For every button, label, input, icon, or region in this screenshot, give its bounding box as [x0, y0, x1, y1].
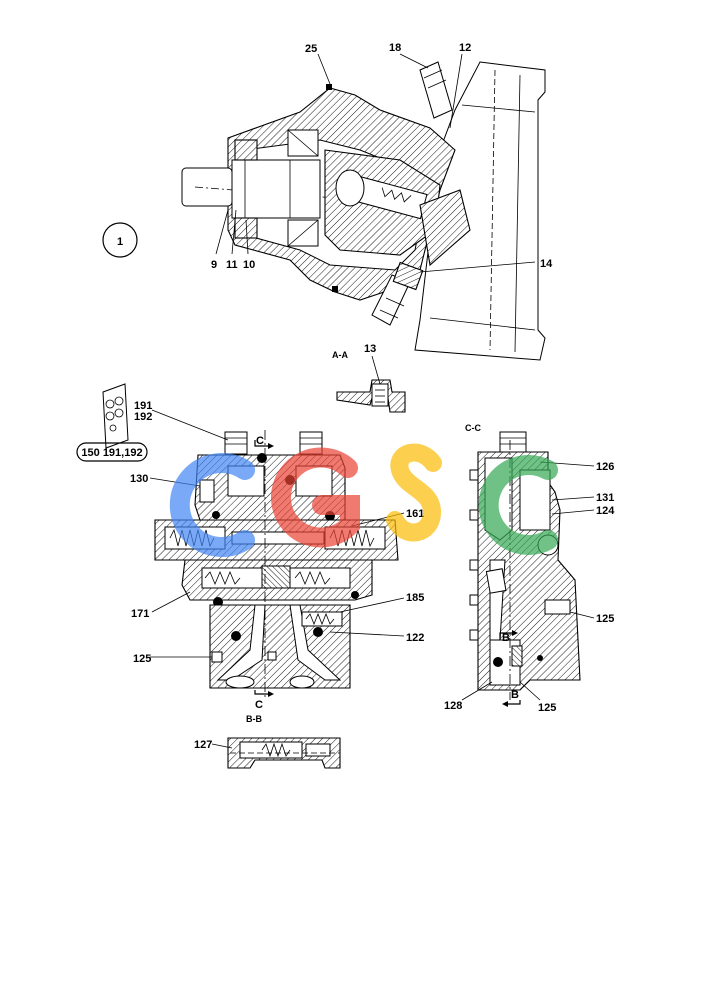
view-number: 1 [117, 236, 123, 248]
section-label-cc: C-C [465, 423, 481, 433]
part-label-127: 127 [194, 739, 212, 751]
section-label-aa: A-A [332, 350, 348, 360]
part-label-10: 10 [243, 259, 255, 271]
part-label-25: 25 [305, 43, 317, 55]
part-label-11: 11 [226, 259, 238, 271]
part-label-125-bottom: 125 [538, 702, 556, 714]
part-label-130: 130 [130, 473, 148, 485]
part-label-125: 125 [133, 653, 151, 665]
part-label-131: 131 [596, 492, 614, 504]
part-label-14: 14 [540, 258, 553, 270]
watermark-letter-c-green [478, 455, 558, 555]
part-label-126: 126 [596, 461, 614, 473]
watermark-logo [169, 443, 558, 557]
leader-lines [149, 53, 595, 749]
part-label-192: 192 [134, 411, 152, 423]
section-label-bb: B-B [246, 714, 262, 724]
part-label-9: 9 [211, 259, 217, 271]
part-label-124: 124 [596, 505, 615, 517]
seal-kit-icon [102, 383, 129, 449]
part-label-18: 18 [389, 42, 401, 54]
watermark-letter-g-red [270, 447, 360, 548]
section-marker-c-top: C [256, 435, 264, 447]
part-label-12: 12 [459, 42, 471, 54]
kit-box: 150 191,192 [76, 442, 148, 462]
part-label-125-right: 125 [596, 613, 614, 625]
section-marker-b-left: B [502, 632, 510, 644]
section-labels: A-A B-B C-C C C B B [246, 350, 519, 724]
view-number-badge: 1 [102, 222, 138, 258]
part-labels: 25 18 12 9 11 10 14 13 191 192 130 161 1… [130, 42, 615, 751]
section-aa-detail [336, 379, 406, 413]
section-marker-c-bottom: C [255, 699, 263, 711]
watermark-letter-c-blue [169, 453, 255, 557]
part-label-161: 161 [406, 508, 424, 520]
part-label-122: 122 [406, 632, 424, 644]
section-marker-b-right: B [511, 689, 519, 701]
part-label-13: 13 [364, 343, 376, 355]
part-label-185: 185 [406, 592, 424, 604]
part-label-171: 171 [131, 608, 149, 620]
control-valve-assembly [154, 430, 399, 700]
kit-box-label: 150 191,192 [81, 447, 142, 459]
watermark-letter-s-yellow [386, 443, 442, 542]
part-label-191: 191 [134, 400, 152, 412]
section-bb-view [227, 737, 341, 769]
main-pump-assembly [181, 61, 546, 361]
part-label-128: 128 [444, 700, 462, 712]
